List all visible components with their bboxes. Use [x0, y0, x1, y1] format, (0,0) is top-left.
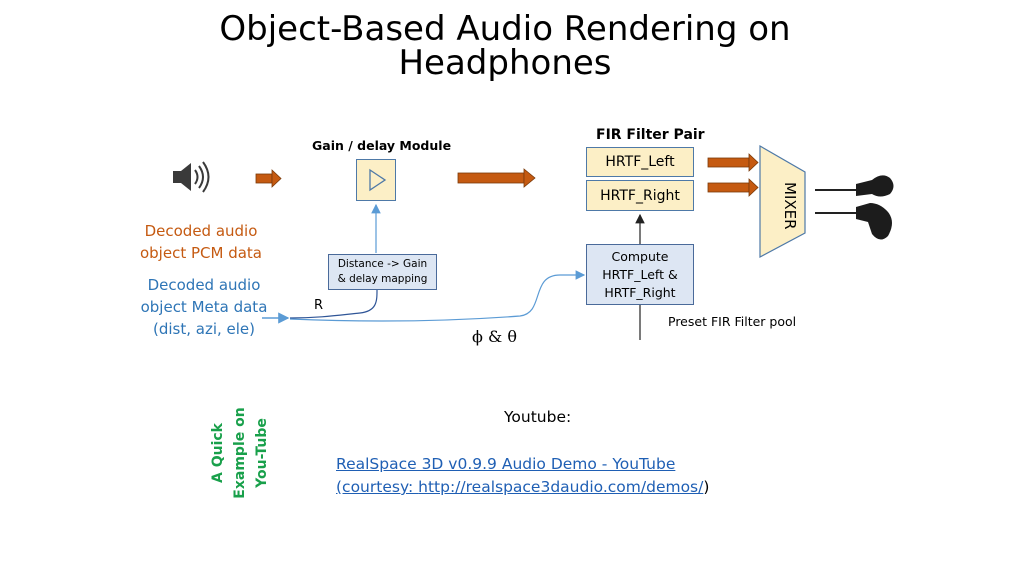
- arrow-input-to-gain: [255, 169, 282, 188]
- compute-line-2: HRTF_Left &: [602, 266, 678, 282]
- compute-line-1: Compute: [611, 248, 669, 264]
- fir-pair-label: FIR Filter Pair: [596, 127, 705, 143]
- mixer-label: MIXER: [781, 182, 799, 230]
- courtesy-link[interactable]: http://realspace3daudio.com/demos/: [418, 478, 704, 496]
- gain-module-label: Gain / delay Module: [312, 138, 452, 153]
- quick-line-2: Example on: [232, 407, 248, 499]
- mixer-shape: [759, 144, 806, 258]
- decoded-meta-line-2: object Meta data: [140, 298, 268, 316]
- decoded-pcm-line-2: object PCM data: [139, 244, 262, 262]
- quick-line-3: You-Tube: [254, 418, 270, 488]
- decoded-pcm-label: Decoded audio object PCM data: [135, 220, 267, 264]
- preset-pool-label: Preset FIR Filter pool: [668, 314, 797, 329]
- quick-line-1: A Quick: [210, 423, 226, 483]
- meta-to-compute-line: [289, 270, 586, 322]
- compute-line-3: HRTF_Right: [604, 284, 676, 300]
- page-title: Object-Based Audio Rendering on Headphon…: [150, 12, 860, 80]
- arrow-gain-to-fir: [457, 168, 536, 188]
- distance-mapping-box: Distance -> Gain & delay mapping: [328, 254, 437, 290]
- decoded-pcm-line-1: Decoded audio: [144, 222, 258, 240]
- title-line-1: Object-Based Audio Rendering on: [219, 9, 791, 49]
- distance-mapping-line-1: Distance -> Gain: [337, 258, 428, 270]
- quick-example-label: A Quick Example on You-Tube: [207, 393, 273, 513]
- title-line-2: Headphones: [398, 43, 612, 83]
- courtesy-prefix: (courtesy:: [336, 478, 419, 496]
- phi-theta-label: ϕ & θ: [472, 327, 517, 346]
- youtube-demo-link[interactable]: RealSpace 3D v0.9.9 Audio Demo - YouTube: [336, 455, 676, 473]
- hrtf-right-box: HRTF_Right: [586, 180, 694, 211]
- arrow-left-to-mixer: [707, 153, 759, 172]
- youtube-label: Youtube:: [504, 408, 572, 426]
- gain-delay-module: [356, 159, 396, 201]
- decoded-meta-line-3: (dist, azi, ele): [152, 320, 256, 338]
- compute-hrtf-box: Compute HRTF_Left & HRTF_Right: [586, 244, 694, 305]
- link-block: RealSpace 3D v0.9.9 Audio Demo - YouTube…: [336, 452, 709, 499]
- meta-to-distance-line: [289, 286, 378, 319]
- courtesy-suffix: ): [703, 478, 710, 496]
- decoded-meta-label: Decoded audio object Meta data (dist, az…: [134, 274, 274, 340]
- hrtf-left-box: HRTF_Left: [586, 147, 694, 177]
- distance-mapping-line-2: & delay mapping: [337, 273, 428, 285]
- arrow-right-to-mixer: [707, 178, 759, 197]
- r-label: R: [314, 298, 324, 313]
- decoded-meta-line-1: Decoded audio: [147, 276, 261, 294]
- play-triangle-icon: [369, 168, 387, 192]
